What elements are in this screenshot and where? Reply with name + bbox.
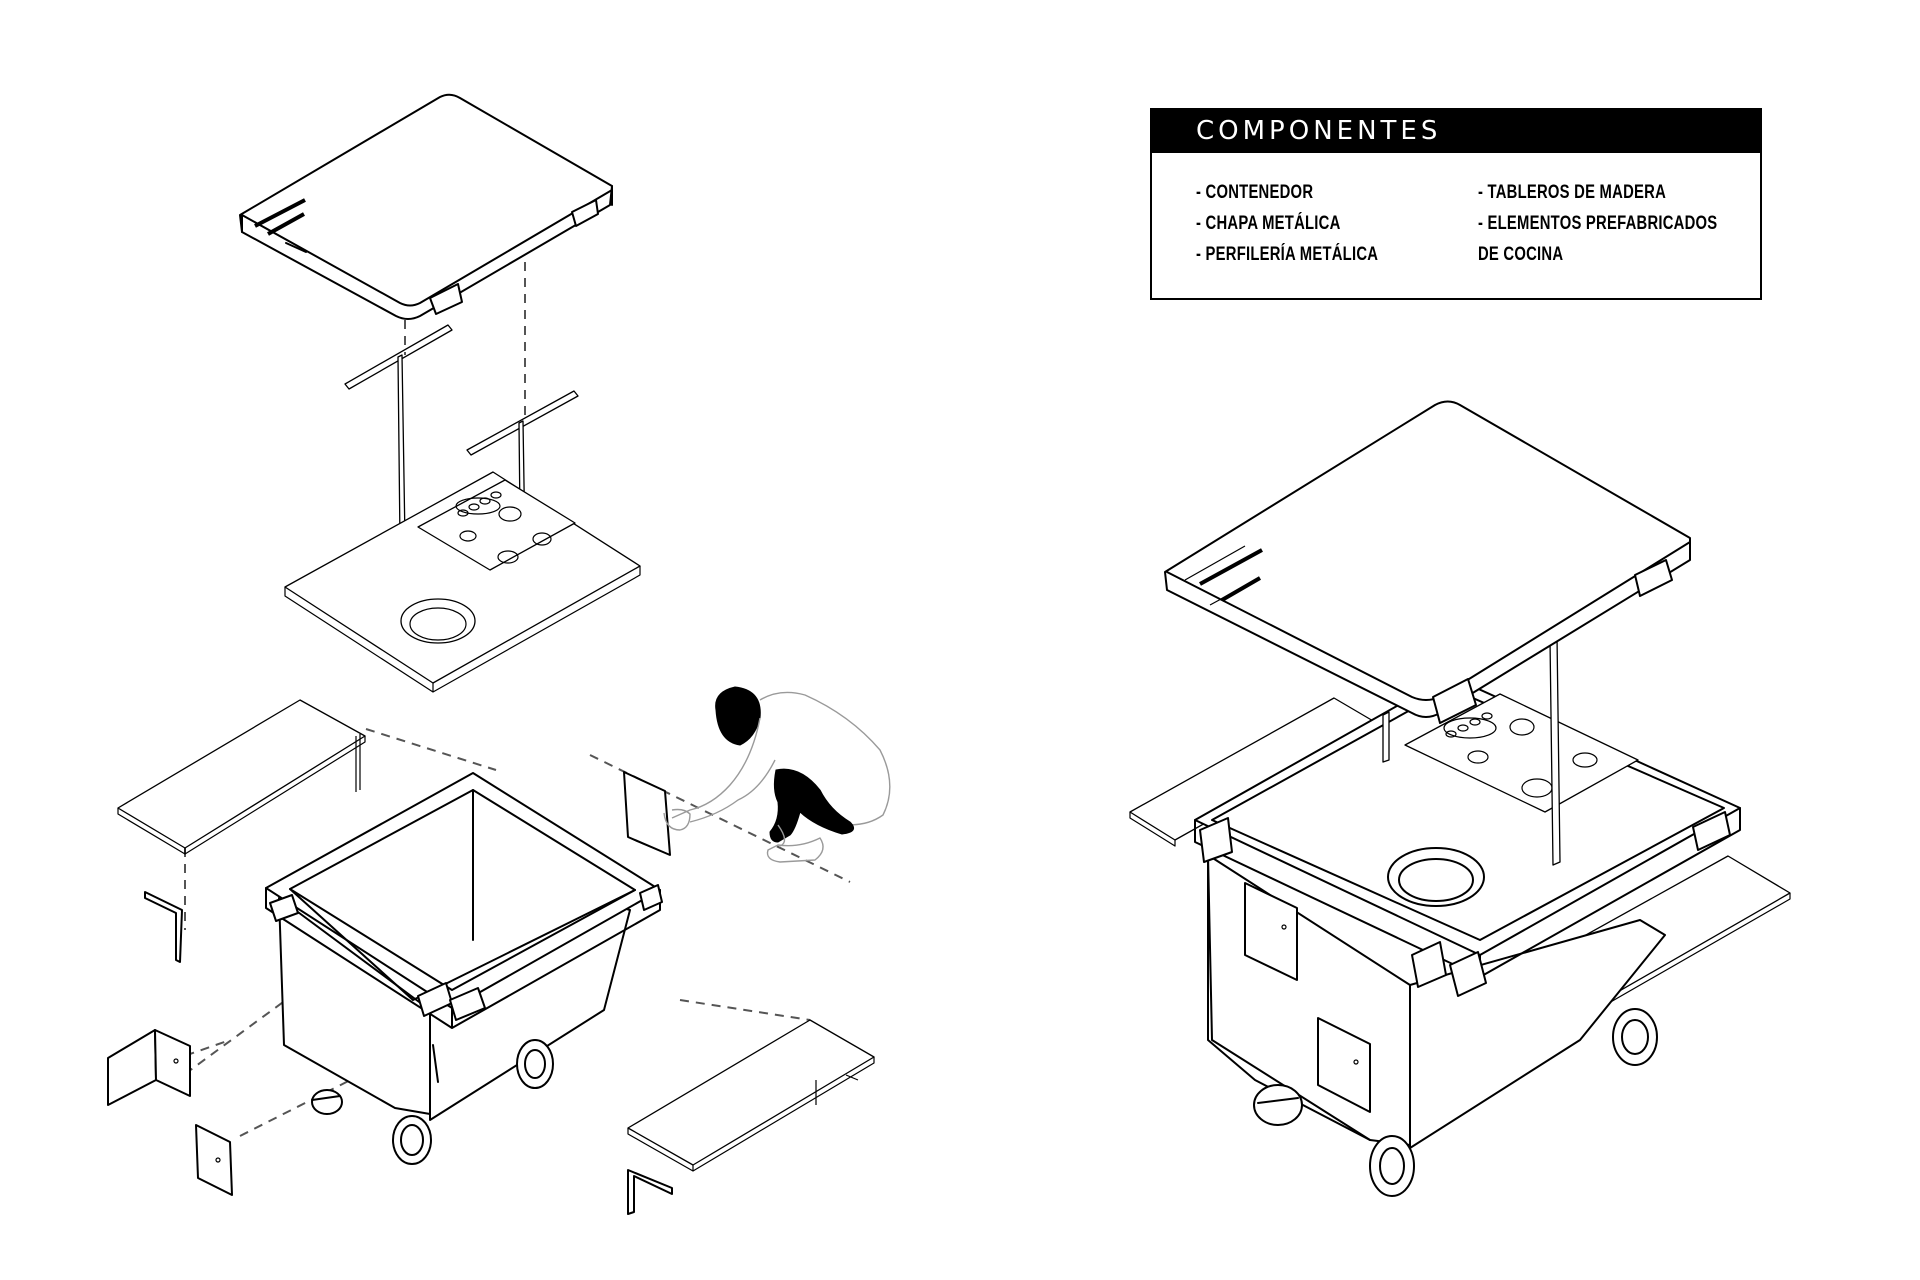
exploded-lid <box>239 93 613 320</box>
exploded-t-profiles <box>344 324 579 613</box>
assembled-wheels <box>1253 1008 1658 1197</box>
exploded-side-boards <box>117 699 875 1172</box>
legend-item-elementos-prefabricados: - ELEMENTOS PREFABRICADOS <box>1478 213 1718 234</box>
legend-item-chapa-metalica: - CHAPA METÁLICA <box>1196 213 1341 234</box>
assembled-view <box>1129 400 1791 1197</box>
exploded-cooking-board <box>284 471 641 693</box>
exploded-view <box>107 93 891 1215</box>
assembled-lid <box>1164 400 1691 724</box>
legend-item-de-cocina: DE COCINA <box>1478 244 1564 265</box>
exploded-container <box>265 772 663 1121</box>
exploded-wheels <box>311 1039 554 1165</box>
legend-item-contenedor: - CONTENEDOR <box>1196 182 1314 203</box>
legend-item-perfileria-metalica: - PERFILERÍA METÁLICA <box>1196 244 1379 265</box>
components-legend: COMPONENTES - CONTENEDOR - CHAPA METÁLIC… <box>1150 108 1762 300</box>
person-figure <box>663 686 891 863</box>
legend-title: COMPONENTES <box>1196 116 1442 146</box>
legend-item-tableros-de-madera: - TABLEROS DE MADERA <box>1478 182 1667 203</box>
legend-header: COMPONENTES <box>1152 110 1760 153</box>
exploded-brackets <box>107 771 673 1215</box>
assembled-rim-and-board <box>1194 675 1741 997</box>
